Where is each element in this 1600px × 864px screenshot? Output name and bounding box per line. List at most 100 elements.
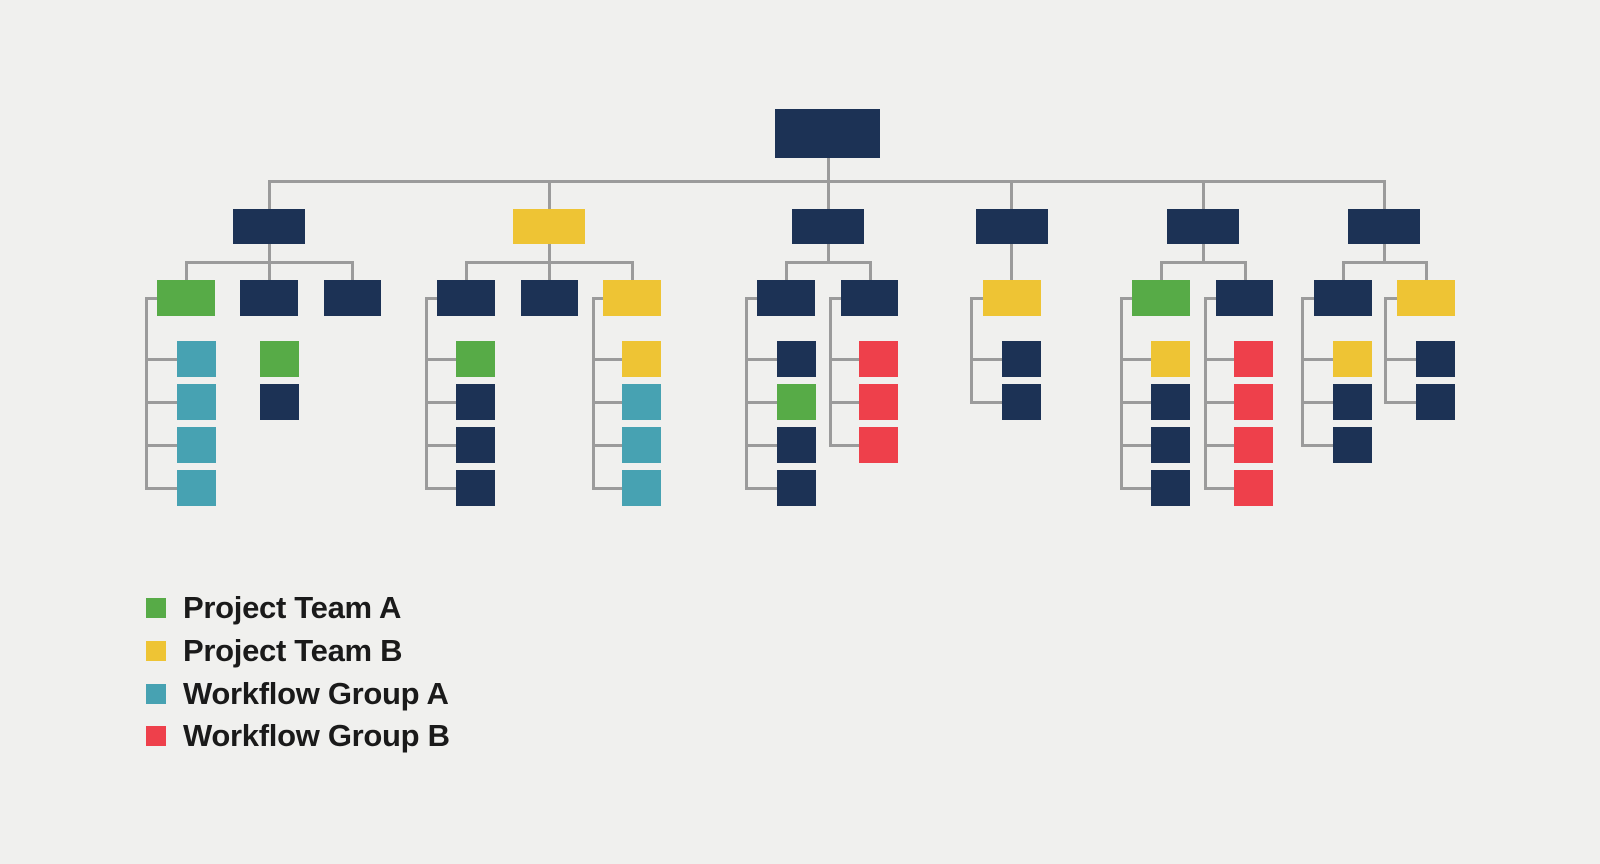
connector-line bbox=[591, 400, 624, 404]
node-leaf bbox=[777, 470, 816, 506]
node-root bbox=[775, 109, 880, 158]
connector-line bbox=[1119, 486, 1153, 490]
node-sub-3-2 bbox=[841, 280, 898, 316]
connector-line bbox=[1119, 296, 1134, 300]
node-leaf bbox=[1234, 427, 1273, 463]
node-leaf bbox=[1333, 384, 1372, 420]
connector-line bbox=[591, 296, 595, 490]
node-leaf bbox=[1002, 384, 1041, 420]
node-sub-6-1 bbox=[1314, 280, 1372, 316]
connector-line bbox=[1201, 179, 1205, 211]
node-leaf bbox=[777, 427, 816, 463]
connector-line bbox=[144, 296, 148, 490]
node-leaf bbox=[1151, 427, 1190, 463]
node-sub-6-2 bbox=[1397, 280, 1455, 316]
connector-line bbox=[267, 260, 271, 282]
node-leaf bbox=[177, 470, 216, 506]
connector-line bbox=[1383, 296, 1387, 404]
connector-line bbox=[828, 296, 832, 447]
legend-label: Project Team A bbox=[183, 590, 402, 625]
connector-line bbox=[1009, 179, 1013, 211]
connector-line bbox=[1300, 400, 1335, 404]
connector-line bbox=[1159, 260, 1247, 264]
connector-line bbox=[1119, 357, 1153, 361]
connector-line bbox=[969, 296, 985, 300]
node-leaf bbox=[1151, 470, 1190, 506]
node-leaf bbox=[1234, 470, 1273, 506]
connector-line bbox=[591, 486, 624, 490]
connector-line bbox=[1203, 296, 1207, 490]
connector-line bbox=[1341, 260, 1428, 264]
legend: Project Team A Project Team B Workflow G… bbox=[146, 592, 450, 752]
node-leaf bbox=[859, 427, 898, 463]
connector-line bbox=[744, 357, 779, 361]
node-leaf bbox=[177, 427, 216, 463]
node-leaf bbox=[622, 341, 661, 377]
connector-line bbox=[547, 179, 551, 211]
connector-line bbox=[744, 443, 779, 447]
connector-line bbox=[144, 443, 179, 447]
node-leaf bbox=[1416, 384, 1455, 420]
node-leaf bbox=[177, 341, 216, 377]
connector-line bbox=[144, 296, 159, 300]
connector-line bbox=[1383, 400, 1418, 404]
connector-line bbox=[1203, 357, 1236, 361]
node-leaf bbox=[1234, 341, 1273, 377]
connector-line bbox=[424, 296, 439, 300]
connector-line bbox=[969, 357, 1004, 361]
connector-line bbox=[1300, 443, 1335, 447]
connector-line bbox=[828, 400, 861, 404]
connector-line bbox=[828, 357, 861, 361]
connector-line bbox=[1203, 400, 1236, 404]
legend-item-workflow-group-b: Workflow Group B bbox=[146, 720, 450, 752]
connector-line bbox=[1383, 357, 1418, 361]
connector-line bbox=[1159, 260, 1163, 282]
connector-line bbox=[1383, 296, 1399, 300]
connector-line bbox=[1119, 400, 1153, 404]
node-leaf bbox=[456, 470, 495, 506]
node-sub-3-1 bbox=[757, 280, 815, 316]
node-branch-5 bbox=[1167, 209, 1239, 244]
connector-line bbox=[1119, 296, 1123, 490]
node-branch-1 bbox=[233, 209, 305, 244]
connector-line bbox=[744, 400, 779, 404]
connector-line bbox=[826, 156, 830, 211]
node-leaf bbox=[1002, 341, 1041, 377]
node-sub-2-2 bbox=[521, 280, 578, 316]
node-leaf bbox=[260, 384, 299, 420]
connector-line bbox=[1203, 296, 1218, 300]
connector-line bbox=[828, 443, 861, 447]
connector-line bbox=[1203, 486, 1236, 490]
legend-item-workflow-group-a: Workflow Group A bbox=[146, 677, 450, 710]
node-leaf bbox=[859, 341, 898, 377]
node-sub-2-1 bbox=[437, 280, 495, 316]
node-sub-5-2 bbox=[1216, 280, 1273, 316]
connector-line bbox=[424, 400, 458, 404]
node-leaf bbox=[1333, 341, 1372, 377]
node-leaf bbox=[456, 384, 495, 420]
node-leaf bbox=[622, 384, 661, 420]
connector-line bbox=[1119, 443, 1153, 447]
node-sub-1-2 bbox=[240, 280, 298, 316]
connector-line bbox=[350, 260, 354, 282]
node-branch-6 bbox=[1348, 209, 1420, 244]
connector-line bbox=[1300, 357, 1335, 361]
connector-line bbox=[784, 260, 788, 282]
connector-line bbox=[828, 296, 843, 300]
connector-line bbox=[1300, 296, 1316, 300]
legend-label: Workflow Group B bbox=[183, 718, 450, 754]
connector-line bbox=[144, 357, 179, 361]
connector-line bbox=[424, 357, 458, 361]
connector-line bbox=[1203, 443, 1236, 447]
legend-swatch-project-team-b bbox=[146, 640, 166, 661]
connector-line bbox=[1201, 242, 1205, 264]
connector-line bbox=[267, 179, 271, 211]
connector-line bbox=[744, 486, 779, 490]
connector-line bbox=[826, 242, 830, 264]
legend-item-project-team-a: Project Team A bbox=[146, 592, 450, 624]
legend-label: Project Team B bbox=[183, 632, 403, 668]
node-leaf bbox=[1416, 341, 1455, 377]
node-leaf bbox=[1333, 427, 1372, 463]
node-sub-2-3 bbox=[603, 280, 661, 316]
